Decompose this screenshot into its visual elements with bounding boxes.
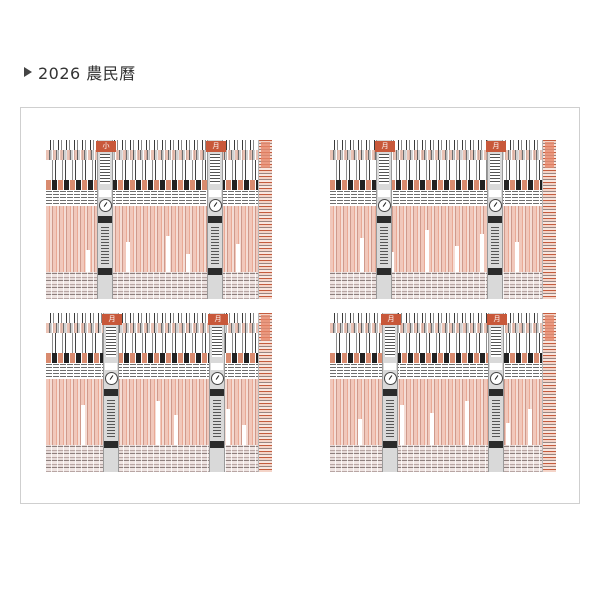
bottom-grid (46, 272, 258, 299)
month-spine: 月 (487, 313, 507, 472)
clock-icon (211, 372, 224, 385)
calendar-page-top-right: 月 月 (330, 140, 556, 299)
month-badge: 月 (102, 314, 122, 325)
clock-icon (99, 199, 112, 212)
weekday-band (46, 160, 258, 180)
month-spine: 月 (375, 140, 395, 299)
stem-branch-rows (46, 190, 258, 206)
calendar-page-top-left: 小 月 (46, 140, 272, 299)
calendar-preview-card: 小 月 月 月 (20, 107, 580, 504)
clock-icon (384, 372, 397, 385)
day-numbers (46, 180, 258, 190)
month-spine: 月 (102, 313, 122, 472)
month-badge: 小 (96, 141, 116, 152)
month-badge: 月 (486, 141, 506, 152)
clock-icon (105, 372, 118, 385)
month-spine: 月 (486, 140, 506, 299)
month-badge: 月 (487, 314, 507, 325)
month-spine: 小 (96, 140, 116, 299)
month-badge: 月 (381, 314, 401, 325)
triangle-right-icon (24, 67, 32, 77)
month-badge: 月 (375, 141, 395, 152)
month-spine: 月 (206, 140, 226, 299)
calendar-page-bottom-left: 月 月 (46, 313, 272, 472)
edge-strip (258, 140, 272, 299)
page-title: 2026 農民曆 (24, 61, 136, 83)
clock-icon (490, 372, 503, 385)
month-badge: 月 (206, 141, 226, 152)
clock-icon (489, 199, 502, 212)
calendar-page-bottom-right: 月 月 (330, 313, 556, 472)
clock-icon (209, 199, 222, 212)
almanac-body-text (46, 206, 258, 272)
month-spine: 月 (208, 313, 228, 472)
clock-icon (378, 199, 391, 212)
almanac-body-text (330, 206, 542, 272)
page-title-text: 2026 農民曆 (38, 64, 136, 83)
month-badge: 月 (208, 314, 228, 325)
month-spine: 月 (381, 313, 401, 472)
